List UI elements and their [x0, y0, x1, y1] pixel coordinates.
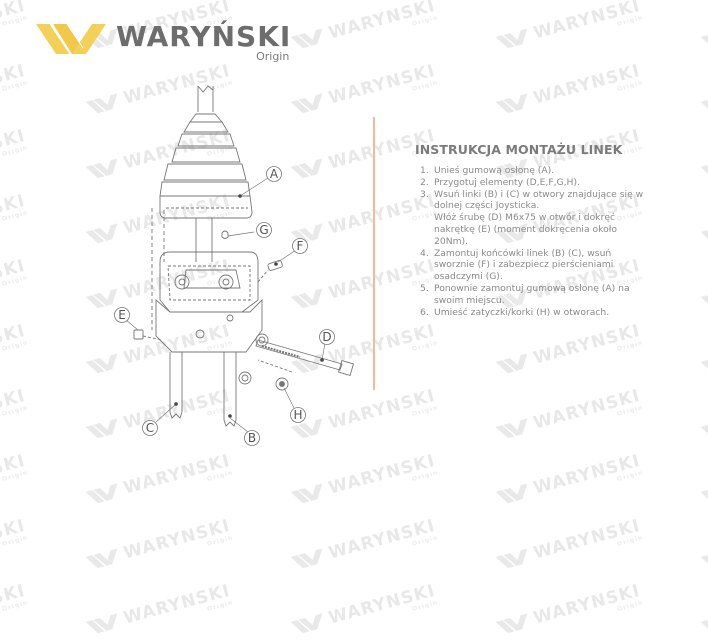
watermark-w-icon	[495, 613, 528, 634]
step-text: Wsuń linki (B) i (C) w otwory znajdujące…	[434, 188, 644, 212]
vertical-divider	[373, 117, 375, 390]
joystick-exploded-view-icon: A G F E D H C B	[114, 85, 354, 446]
watermark-w-icon	[495, 548, 528, 569]
waryński-w-logo-icon	[36, 23, 106, 55]
callout-h: H	[293, 408, 302, 422]
watermark-w-icon	[700, 555, 708, 569]
watermark-w-icon	[700, 165, 708, 179]
watermark-w-icon	[495, 28, 528, 49]
instruction-step: 4. Zamontuj końcówki linek (B) (C), wsuń…	[415, 248, 645, 283]
watermark-w-icon	[700, 360, 708, 374]
watermark-w-icon	[700, 100, 708, 114]
callout-g: G	[259, 223, 268, 237]
watermark-w-icon	[290, 613, 323, 634]
logo-name: WARYŃSKI	[116, 20, 292, 53]
instruction-step: 3. Wsuń linki (B) i (C) w otwory znajduj…	[415, 189, 645, 248]
step-text: Zamontuj końcówki linek (B) (C), wsuń sw…	[434, 247, 614, 283]
watermark-w-icon	[85, 548, 118, 569]
watermark-w-icon	[700, 490, 708, 504]
step-number: 1.	[420, 165, 429, 176]
watermark-w-icon	[495, 353, 528, 374]
logo-subtitle: Origin	[256, 50, 290, 63]
step-number: 5.	[420, 282, 429, 294]
callout-b: B	[248, 431, 256, 445]
watermark-w-icon	[495, 93, 528, 114]
step-text: Ponownie zamontuj gumową osłonę (A) na s…	[434, 282, 630, 306]
instructions-list: 1. Unieś gumową osłonę (A). 2. Przygotuj…	[415, 165, 645, 318]
instruction-step: 6. Umieść zatyczki/korki (H) w otworach.	[415, 307, 645, 319]
step-text: Umieść zatyczki/korki (H) w otworach.	[434, 306, 610, 318]
instruction-step: 2. Przygotuj elementy (D,E,F,G,H).	[415, 177, 645, 189]
step-text: Włóż śrubę (D) M6x75 w otwór i dokręć na…	[434, 212, 617, 247]
callout-a: A	[270, 167, 279, 181]
step-number: 3.	[420, 188, 429, 200]
callout-d: D	[322, 330, 331, 344]
watermark-w-icon	[700, 425, 708, 439]
watermark-w-icon	[495, 483, 528, 504]
watermark-w-icon	[700, 620, 708, 634]
watermark-w-icon	[290, 548, 323, 569]
step-number: 2.	[420, 176, 429, 188]
step-number: 6.	[420, 306, 429, 318]
callout-f: F	[297, 239, 304, 253]
joystick-assembly-diagram: A G F E D H C B	[100, 75, 370, 495]
watermark-w-icon	[700, 295, 708, 309]
assembly-instructions: INSTRUKCJA MONTAŻU LINEK 1. Unieś gumową…	[415, 142, 645, 318]
watermark-w-icon	[700, 35, 708, 49]
watermark-w-icon	[290, 28, 323, 49]
callout-e: E	[118, 308, 126, 322]
instruction-step: 5. Ponownie zamontuj gumową osłonę (A) n…	[415, 283, 645, 307]
step-number: 4.	[420, 247, 429, 259]
watermark-w-icon	[700, 230, 708, 244]
step-text: Unieś gumową osłonę (A).	[434, 165, 555, 176]
step-text: Przygotuj elementy (D,E,F,G,H).	[434, 176, 580, 188]
watermark-w-icon	[495, 418, 528, 439]
instruction-step: 1. Unieś gumową osłonę (A).	[415, 165, 645, 177]
brand-logo: WARYŃSKI Origin	[36, 20, 292, 63]
watermark-w-icon	[85, 613, 118, 634]
instructions-title: INSTRUKCJA MONTAŻU LINEK	[415, 142, 623, 157]
callout-c: C	[146, 421, 154, 435]
